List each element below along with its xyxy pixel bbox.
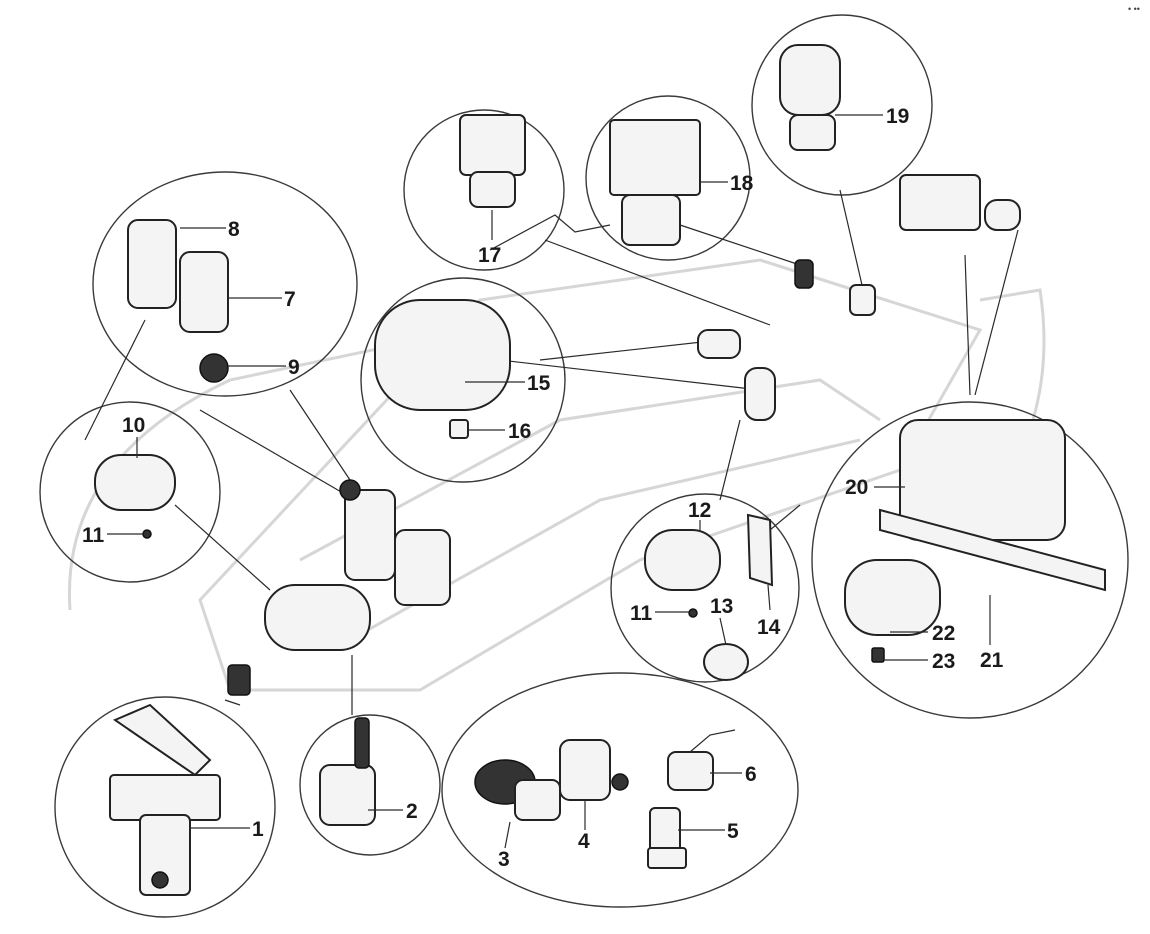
switch-6-part (667, 729, 736, 791)
circle-17 (403, 109, 565, 271)
compressor-20-part (879, 419, 1106, 592)
callout-17: 17 (478, 244, 501, 267)
callout-11b: 11 (630, 602, 653, 625)
tank-12-part (644, 529, 721, 591)
callout-12: 12 (688, 499, 711, 522)
circle-19 (751, 14, 933, 196)
callout-19: 19 (886, 105, 909, 128)
circle-18 (585, 95, 751, 261)
chassis-parts (227, 174, 1021, 696)
leader-lines (107, 114, 991, 849)
callout-22: 22 (932, 622, 955, 645)
plug-23-part (871, 647, 885, 663)
switch-5-part (647, 807, 687, 869)
callout-21: 21 (980, 649, 1004, 672)
nut-16-part (449, 419, 469, 439)
connector-lines (84, 189, 1019, 715)
callout-7: 7 (284, 288, 296, 311)
corner-mark: • •• (1128, 4, 1140, 14)
callout-16: 16 (508, 420, 531, 443)
sensor-3-part (474, 759, 561, 821)
tank-22-part (844, 559, 941, 636)
compressor-18-part (609, 119, 701, 246)
callout-20: 20 (845, 476, 868, 499)
tank-7-8-part (127, 219, 229, 333)
valve-17-part (459, 114, 526, 208)
callout-14: 14 (757, 616, 781, 639)
callout-23: 23 (932, 650, 955, 673)
circle-3-6 (441, 672, 799, 908)
callout-9: 9 (288, 356, 300, 379)
circle-2 (299, 714, 441, 856)
part-sketches (94, 44, 1106, 896)
callouts: 1 2 3 4 5 6 7 8 9 10 11 11 12 13 14 15 1… (82, 105, 1004, 871)
hand-valve-part (319, 717, 376, 826)
callout-8: 8 (228, 218, 240, 241)
callout-10: 10 (122, 414, 145, 437)
callout-15: 15 (527, 372, 551, 395)
circle-12-14 (610, 493, 800, 683)
callout-2: 2 (406, 800, 418, 823)
callout-13: 13 (710, 595, 733, 618)
callout-6: 6 (745, 763, 757, 786)
tank-10-part (94, 454, 176, 511)
sensor-4-part (559, 739, 629, 801)
brake-valve-part (109, 703, 221, 896)
dryer-19-part (779, 44, 841, 151)
callout-5: 5 (727, 820, 739, 843)
circle-20-23 (811, 401, 1129, 719)
valve-9-part (199, 353, 229, 383)
circle-7-9 (92, 171, 358, 397)
callout-1: 1 (252, 818, 264, 841)
strap-14-part (746, 513, 774, 587)
tank-15-part (374, 299, 511, 411)
callout-4: 4 (578, 830, 590, 853)
circle-1 (54, 696, 276, 918)
clamp-13-part (703, 643, 749, 681)
callout-11a: 11 (82, 524, 105, 547)
circle-15-16 (360, 277, 566, 483)
plug-11b-part (688, 608, 698, 618)
plug-11a-part (142, 529, 152, 539)
callout-18: 18 (730, 172, 754, 195)
group-circles (39, 14, 1129, 918)
callout-3: 3 (498, 848, 510, 871)
circle-10 (39, 401, 221, 583)
